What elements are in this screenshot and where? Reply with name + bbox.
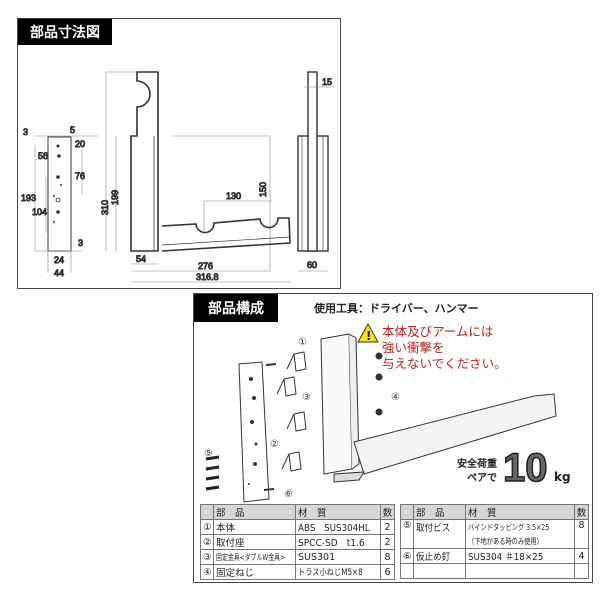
dim-label: 276 — [198, 261, 213, 271]
cell: ABS SUS304HL — [298, 523, 370, 534]
cell: 本体 — [213, 519, 296, 535]
cell: ① — [200, 519, 214, 535]
cell: 2 — [380, 534, 395, 550]
dim-label: 5 — [70, 125, 75, 135]
cell: ④ — [200, 564, 214, 580]
col-header: 部 品 — [213, 504, 296, 520]
table-row — [400, 563, 589, 579]
dimension-drawing-panel: 部品寸法図 3 5 20 58 76 193 104 3 24 44 310 1… — [17, 18, 341, 289]
col-header: 数 — [380, 504, 395, 520]
cell — [574, 563, 589, 579]
dim-label: 3 — [78, 238, 83, 248]
exploded-view-illustration: ① ② ③ ④ ⑤ ⑥ — [204, 333, 557, 503]
cell: SUS304 ＃18×25 — [468, 552, 544, 563]
dim-label: 3 — [23, 127, 28, 137]
cell: バインドタッピング 3.5×25 — [468, 522, 550, 532]
cell — [465, 563, 575, 579]
cell: ③ — [200, 549, 214, 565]
callout-5: ⑤ — [204, 448, 213, 459]
dimension-drawing: 3 5 20 58 76 193 104 3 24 44 310 199 54 … — [21, 71, 334, 283]
cell — [413, 563, 466, 579]
col-header: 数 — [574, 504, 589, 520]
dim-label: 60 — [307, 260, 317, 270]
callout-3: ③ — [302, 392, 311, 403]
load-label: ペアで — [467, 473, 497, 484]
dim-label: 130 — [226, 191, 241, 201]
dim-label: 310 — [100, 200, 110, 215]
cell — [400, 563, 414, 579]
cell: ⑤ — [400, 519, 414, 549]
cell: 取付座 — [213, 534, 296, 550]
cell: （下地がある時のみ使用） — [468, 536, 543, 546]
dim-label: 58 — [38, 151, 48, 161]
col-header: 材 質 — [465, 504, 575, 520]
dim-label: 54 — [136, 254, 146, 264]
cell: 固定ねじ — [213, 564, 296, 580]
parts-title: 部品構成 — [194, 294, 278, 322]
dim-label: 150 — [258, 182, 268, 197]
warning-notice: ! 本体及びアームには 強い衝撃を 与えないでください。 — [357, 323, 507, 372]
cell: ② — [200, 534, 214, 550]
dim-label: 199 — [110, 190, 120, 205]
cell: 固定金具<ダブルW金具> — [216, 552, 286, 562]
warning-icon: ! — [357, 323, 379, 343]
cell: SPCC-SD t1.6 — [298, 538, 365, 549]
cell: 2 — [380, 519, 395, 535]
svg-text:!: ! — [366, 329, 371, 343]
load-unit: kg — [554, 470, 571, 484]
load-value: 10 — [502, 445, 548, 491]
cell: 4 — [574, 548, 589, 564]
col-header: 部 品 — [413, 504, 466, 520]
dim-label: 316.8 — [196, 272, 219, 282]
cell: 仮止め釘 — [416, 552, 451, 563]
dim-label: 76 — [75, 171, 85, 181]
cell: トラス小ねじM5×8 — [298, 568, 363, 578]
cell: 8 — [380, 549, 395, 565]
callout-4: ④ — [391, 392, 400, 403]
dim-label: 44 — [54, 268, 64, 278]
dim-label: 15 — [322, 77, 332, 87]
cell: ⑥ — [400, 548, 414, 564]
warning-line: 強い衝撃を — [382, 340, 445, 355]
load-label: 安全荷重 — [457, 459, 497, 470]
callout-1: ① — [298, 337, 307, 348]
parts-panel: 部品構成 使用工具：ドライバー、ハンマー ① ② ③ ④ ⑤ ⑥ ! 本体及びア… — [193, 293, 593, 583]
cell: 取付ビス — [416, 523, 451, 534]
tools-text: 使用工具：ドライバー、ハンマー — [314, 302, 479, 315]
warning-line: 与えないでください。 — [382, 356, 507, 371]
callout-6: ⑥ — [284, 489, 293, 500]
dim-label: 20 — [75, 139, 85, 149]
dimension-title: 部品寸法図 — [18, 19, 112, 45]
col-header: 材 質 — [295, 504, 381, 520]
cell: 6 — [380, 564, 395, 580]
cell: SUS301 — [295, 549, 381, 565]
dim-label: 24 — [54, 255, 64, 265]
dim-label: 104 — [32, 207, 47, 217]
callout-2: ② — [270, 439, 279, 450]
dim-label: 193 — [21, 193, 36, 203]
cell: 8 — [574, 519, 589, 549]
warning-line: 本体及びアームには — [382, 324, 494, 339]
